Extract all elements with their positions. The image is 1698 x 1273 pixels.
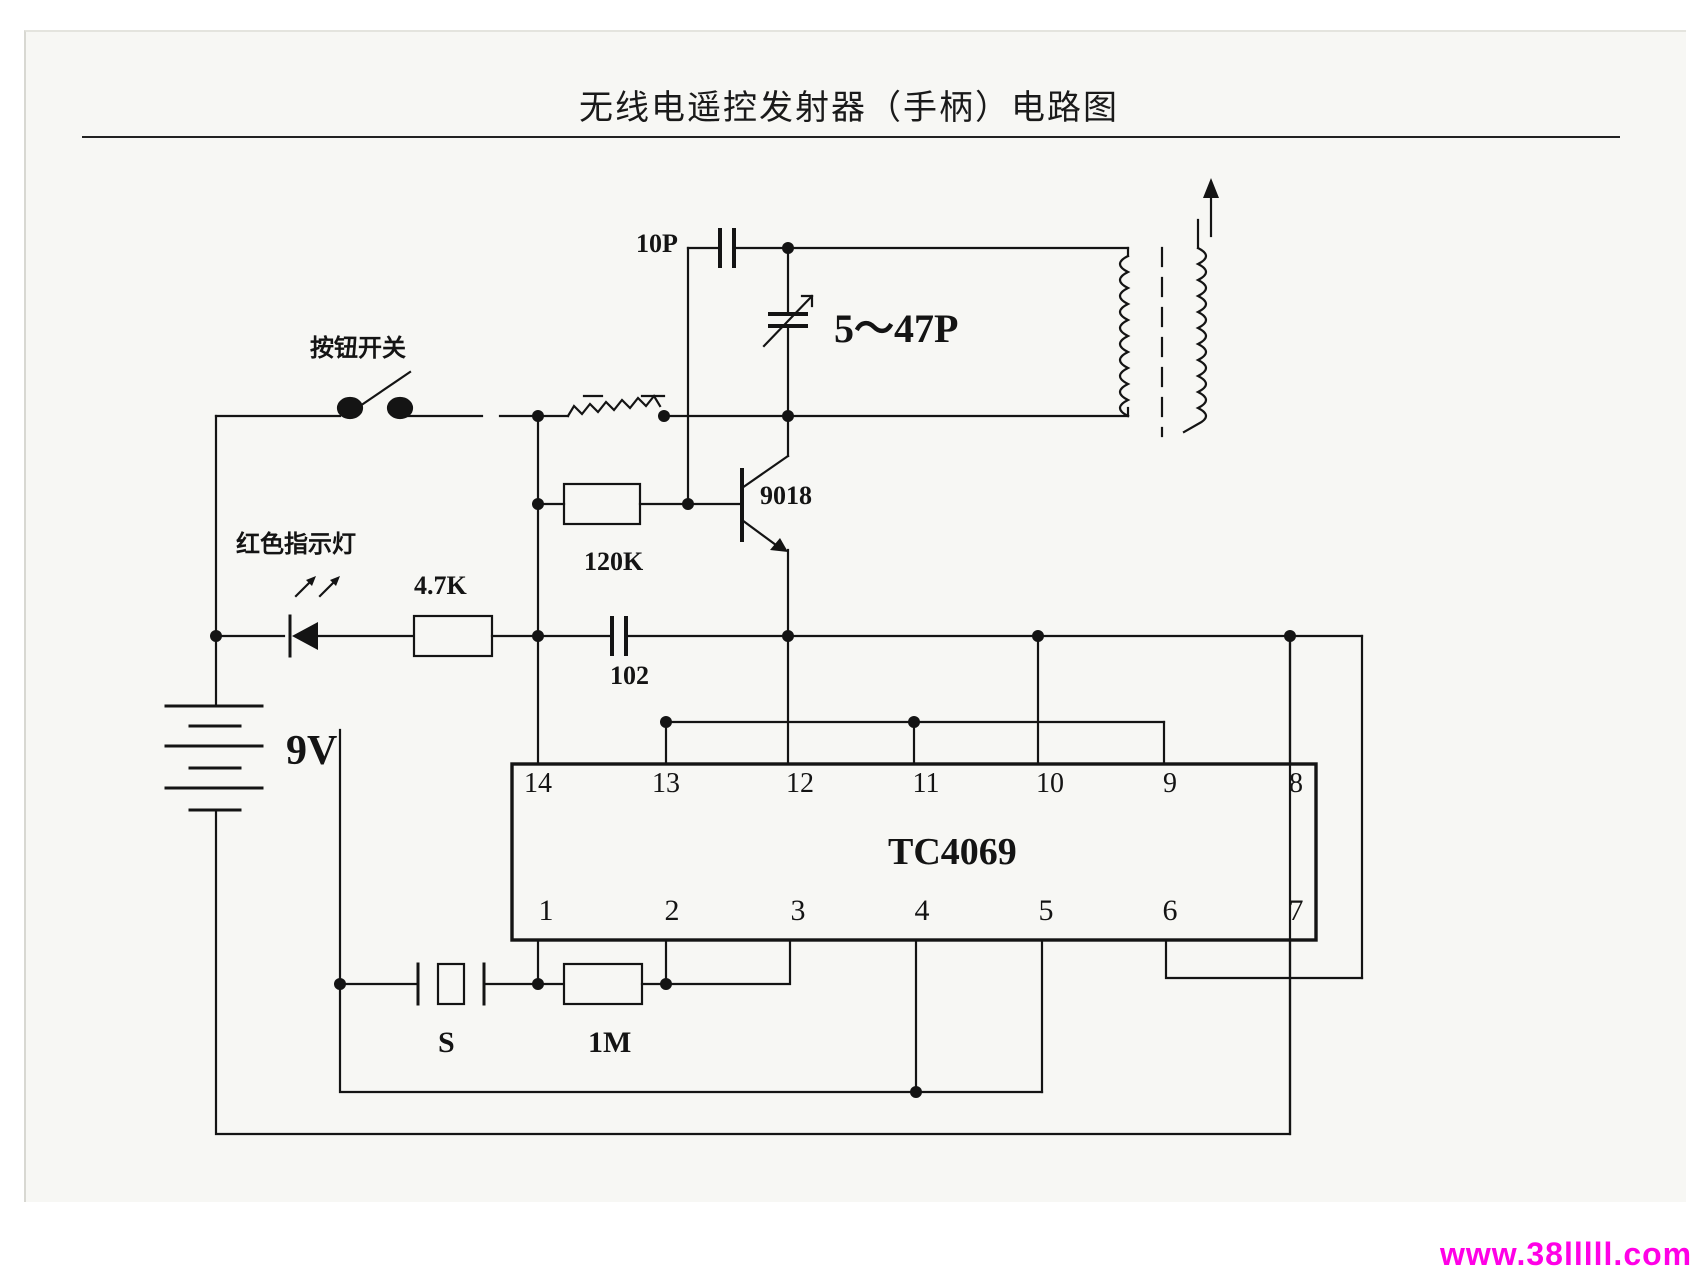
label-ic: TC4069: [888, 831, 1017, 873]
ic-pin-label: 13: [652, 768, 680, 799]
ic-pin-label: 2: [665, 894, 680, 927]
label-102: 102: [610, 661, 649, 690]
ic-pin-label: 9: [1163, 768, 1177, 799]
label-switch: 按钮开关: [310, 334, 406, 362]
ic-bottom-pins: 1 2 3 4 5 6 7: [539, 894, 1304, 927]
label-9018: 9018: [760, 481, 812, 510]
label-led: 红色指示灯: [236, 530, 356, 558]
ic-pin-label: 1: [539, 894, 554, 927]
ic-pin-label: 5: [1039, 894, 1054, 927]
inductor: [566, 394, 666, 418]
resistor-120k: [562, 482, 642, 526]
junction-dots: [210, 242, 1296, 1098]
ic-pin-label: 12: [786, 768, 814, 799]
diagram-title: 无线电遥控发射器（手柄）电路图: [579, 88, 1119, 128]
capacitor-10p: [686, 228, 790, 268]
label-10p: 10P: [636, 229, 678, 258]
ic-pin-label: 6: [1163, 894, 1178, 927]
label-1m: 1M: [588, 1026, 631, 1059]
emitter-arrow-icon: [770, 538, 788, 552]
transformer: [1118, 184, 1213, 438]
label-4k7: 4.7K: [414, 571, 468, 600]
transistor-9018: [740, 414, 790, 766]
ic-pin-label: 14: [524, 768, 552, 799]
label-120k: 120K: [584, 547, 644, 576]
title-rule: [82, 136, 1620, 138]
resistor-4k7: [412, 614, 494, 658]
scanned-sheet: [24, 30, 1686, 1202]
variable-capacitor: [762, 246, 814, 418]
ic-pin-label: 4: [915, 894, 930, 927]
ic-pin-label: 3: [791, 894, 806, 927]
resistor-1m: [562, 962, 644, 1006]
wire-pin6: [1164, 938, 1364, 980]
label-varcap: 5～47P: [834, 306, 958, 351]
ic-pin-label: 11: [913, 768, 940, 799]
ic-pin-label: 7: [1289, 894, 1304, 927]
led: [288, 578, 414, 658]
light-arrow-icon: [306, 576, 316, 586]
wire-ground-loop: [214, 634, 1292, 1136]
push-switch: [336, 370, 414, 420]
ic-pin-label: 8: [1289, 768, 1303, 799]
antenna-arrow-icon: [1203, 178, 1219, 198]
ic-pin-label: 10: [1036, 768, 1064, 799]
wire-left-loop: [338, 728, 1044, 1094]
light-arrow-icon: [330, 576, 340, 586]
wire-pin3: [664, 938, 792, 986]
watermark-url: www.38lllll.com: [1440, 1236, 1693, 1272]
battery: [164, 704, 264, 812]
label-crystal: S: [438, 1026, 455, 1059]
crystal-s: [416, 962, 486, 1006]
capacitor-102: [610, 616, 628, 656]
label-9v: 9V: [286, 728, 337, 774]
ic-top-pins: 14 13 12 11 10 9 8: [524, 768, 1303, 799]
